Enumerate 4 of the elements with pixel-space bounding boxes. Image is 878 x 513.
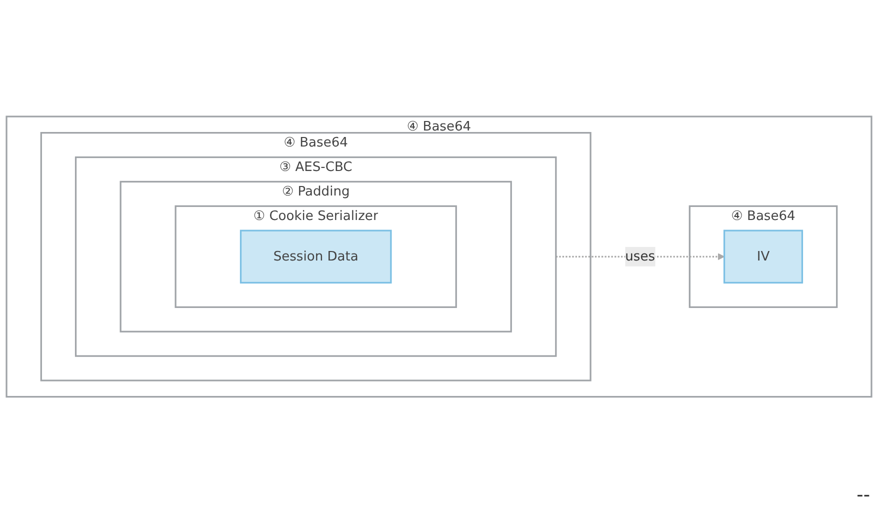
concatenation-symbol: -- [856,484,870,506]
node-box: IV [723,230,804,284]
node-box: Session Data [240,230,392,284]
edge-label: uses [625,248,656,264]
